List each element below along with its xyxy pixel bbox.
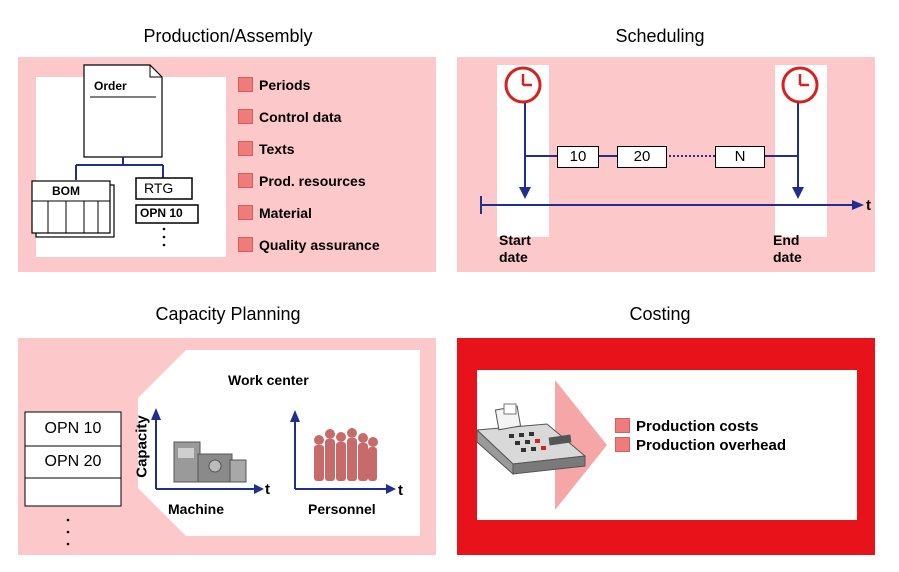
bullet-square <box>238 77 253 92</box>
machine-icon <box>173 441 247 483</box>
bullet-square <box>238 205 253 220</box>
list-item-periods: Periods <box>238 77 310 93</box>
item-label: Production costs <box>636 418 759 435</box>
bullet-square <box>615 418 630 433</box>
bullet-square <box>238 237 253 252</box>
list-item-control-data: Control data <box>238 109 341 125</box>
opn-10-label: OPN 10 <box>44 420 102 437</box>
bullet-square <box>615 437 630 452</box>
production-diagram <box>31 64 199 247</box>
production-panel: Order BOM RTG OPN 10 Periods Control dat… <box>18 57 436 272</box>
list-item-production-overhead: Production overhead <box>615 437 786 454</box>
personnel-axis-t-label: t <box>398 482 403 499</box>
item-label: Material <box>259 205 312 221</box>
bullet-square <box>238 173 253 188</box>
machine-axis-t-label: t <box>265 481 270 498</box>
opn-20-label: OPN 20 <box>44 453 102 470</box>
capacity-title: Capacity Planning <box>155 304 301 324</box>
rtg-label: RTG <box>144 180 174 196</box>
list-item-material: Material <box>238 205 312 221</box>
start-label-line1: Start <box>499 232 531 248</box>
op-box-10: 10 <box>557 146 599 168</box>
capacity-axis-label: Capacity <box>133 415 151 478</box>
item-label: Prod. resources <box>259 173 366 189</box>
costing-panel: Production costs Production overhead <box>457 338 875 555</box>
personnel-icon <box>314 428 378 481</box>
costing-diagram <box>475 380 607 510</box>
personnel-label: Personnel <box>308 501 376 517</box>
scheduling-diagram <box>480 65 864 237</box>
op-box-n: N <box>715 146 765 168</box>
item-label: Periods <box>259 77 311 93</box>
op-label: 20 <box>633 148 651 165</box>
bullet-square <box>238 109 253 124</box>
item-label: Production overhead <box>636 437 787 454</box>
list-item-prod-resources: Prod. resources <box>238 173 366 189</box>
end-label-line2: date <box>773 249 802 265</box>
bullet-square <box>238 141 253 156</box>
costing-title: Costing <box>629 304 691 324</box>
start-clock-icon <box>504 66 542 104</box>
item-label: Quality assurance <box>259 237 380 253</box>
bom-label: BOM <box>52 184 80 198</box>
end-label-line1: End <box>773 232 800 248</box>
time-axis-label: t <box>866 197 871 214</box>
op-box-20: 20 <box>617 146 667 168</box>
capacity-panel: OPN 10 OPN 20 Work center Capacity t t M… <box>18 338 436 555</box>
calculator-icon <box>475 403 587 476</box>
item-label: Control data <box>259 109 342 125</box>
op-label: N <box>734 148 746 165</box>
machine-label: Machine <box>168 501 225 517</box>
production-title: Production/Assembly <box>143 26 313 46</box>
opn-label: OPN 10 <box>140 206 183 220</box>
list-item-production-costs: Production costs <box>615 418 759 435</box>
end-clock-icon <box>781 66 819 104</box>
capacity-diagram <box>24 350 420 546</box>
start-label-line2: date <box>499 249 528 265</box>
work-center-label: Work center <box>228 372 309 388</box>
list-item-quality-assurance: Quality assurance <box>238 237 380 253</box>
op-label: 10 <box>569 148 587 165</box>
list-item-texts: Texts <box>238 141 295 157</box>
order-label: Order <box>94 79 127 93</box>
item-label: Texts <box>259 141 295 157</box>
scheduling-title: Scheduling <box>615 26 705 46</box>
